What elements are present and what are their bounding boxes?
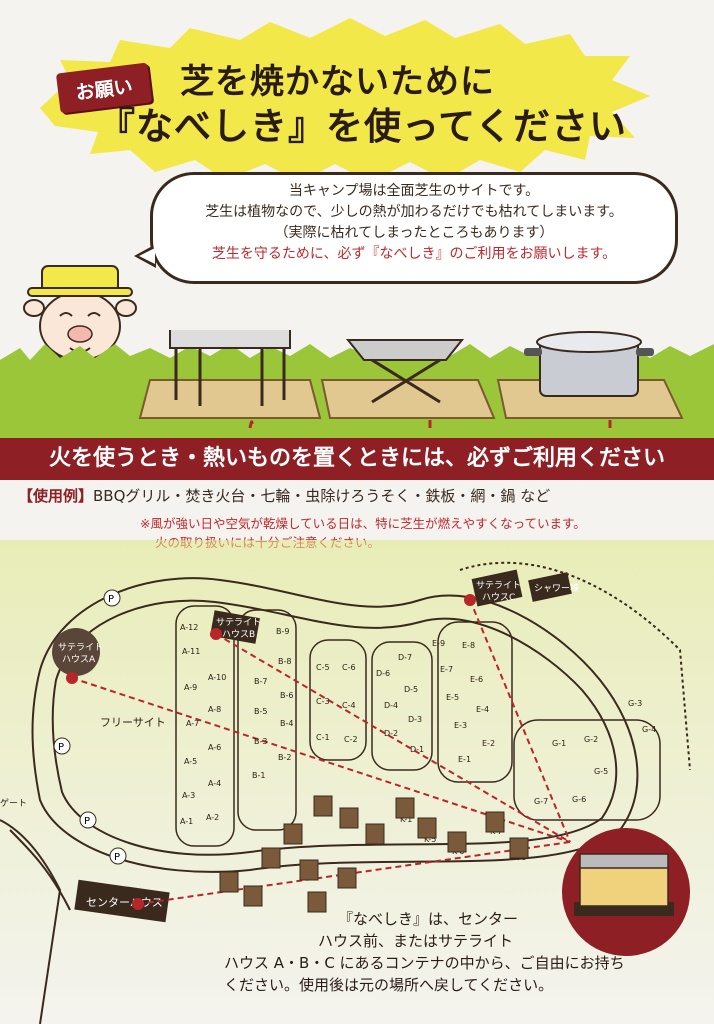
site-label-g-2: G-2: [584, 735, 598, 744]
bbq-grill-icon: [169, 330, 291, 406]
gate-label: ゲート: [0, 797, 27, 809]
site-label-a-11: A-11: [182, 647, 200, 656]
site-label-g-1: G-1: [552, 739, 566, 748]
site-label-d-3: D-3: [408, 715, 422, 724]
bubble-tail-inner: [139, 248, 155, 264]
title-line-2: 『なべしき』を使ってください: [98, 105, 628, 148]
bottom-note-line-1: 『なべしき』は、センター: [338, 910, 519, 928]
nabeshiki-photo: [562, 828, 690, 956]
site-label-e-5: E-5: [446, 693, 459, 702]
site-label-a-12: A-12: [180, 623, 198, 632]
site-label-c-6: C-6: [342, 663, 356, 672]
site-label-b-5: B-5: [254, 707, 267, 716]
site-label-a-9: A-9: [184, 683, 197, 692]
site-label-a-6: A-6: [208, 743, 221, 752]
site-label-e-3: E-3: [454, 721, 467, 730]
examples-label: 【使用例】: [18, 487, 94, 505]
parking-label-4: P: [114, 852, 120, 863]
site-label-b-3: B-3: [254, 737, 267, 746]
site-label-g-3: G-3: [628, 699, 642, 708]
header-burst: [40, 18, 650, 182]
bottom-note-line-3: ハウス A・B・C にあるコンテナの中から、ご自由にお持ち: [224, 954, 625, 972]
site-label-b-7: B-7: [254, 677, 267, 686]
site-label-d-6: D-6: [376, 669, 390, 678]
site-label-c-5: C-5: [316, 663, 330, 672]
site-label-b-9: B-9: [276, 627, 289, 636]
shower-label: シャワー棟: [534, 582, 579, 594]
examples-suffix: など: [520, 487, 551, 505]
satellite-b-label-1: サテライト: [216, 617, 261, 628]
site-label-e-4: E-4: [476, 705, 489, 714]
bottom-note-line-4: ください。使用後は元の場所へ戻してください。: [224, 976, 554, 994]
usage-examples: 【使用例】BBQグリル・焚き火台・七輪・虫除けろうそく・鉄板・網・鍋 など: [18, 485, 550, 506]
satellite-b-label-2: ハウスB: [222, 629, 255, 640]
site-label-e-9: E-9: [432, 639, 445, 648]
site-label-a-8: A-8: [208, 705, 221, 714]
site-label-a-4: A-4: [208, 779, 221, 788]
parking-label-1: P: [108, 594, 114, 605]
site-label-k-5: K-5: [424, 835, 436, 844]
site-label-e-2: E-2: [482, 739, 495, 748]
pot-icon: [524, 331, 654, 397]
site-label-c-4: C-4: [342, 701, 356, 710]
site-label-e-6: E-6: [470, 675, 483, 684]
site-label-a-3: A-3: [182, 791, 195, 800]
satellite-c-label-2: ハウスC: [482, 592, 515, 603]
site-label-d-2: D-2: [384, 729, 398, 738]
site-label-k-1: K-1: [400, 815, 412, 824]
site-label-d-5: D-5: [404, 685, 418, 694]
parking-label-3: P: [84, 816, 90, 827]
site-label-b-2: B-2: [278, 753, 291, 762]
free-site-label: フリーサイト: [100, 716, 166, 729]
site-label-e-8: E-8: [462, 641, 475, 650]
site-label-c-3: C-3: [316, 697, 330, 706]
bottom-note-line-2: ハウス前、またはサテライト: [318, 932, 514, 950]
site-label-b-6: B-6: [280, 691, 293, 700]
fire-pit-icon: [345, 339, 465, 404]
satellite-a-label-1: サテライト: [58, 642, 103, 653]
caution-line-1: ※風が強い日や空気が乾燥している日は、特に芝生が燃えやすくなっています。: [140, 516, 586, 531]
site-label-b-8: B-8: [278, 657, 291, 666]
site-label-d-1: D-1: [410, 745, 424, 754]
examples-items: BBQグリル・焚き火台・七輪・虫除けろうそく・鉄板・網・鍋: [93, 487, 516, 505]
satellite-c-label-1: サテライト: [476, 580, 521, 591]
bubble-line-3: （実際に枯れてしまったところもあります）: [274, 225, 554, 241]
site-label-a-10: A-10: [208, 673, 226, 682]
usage-banner: 火を使うとき・熱いものを置くときには、必ずご利用ください: [0, 438, 714, 480]
site-label-e-7: E-7: [440, 665, 453, 674]
title-line-1: 芝を焼かないために: [180, 62, 495, 102]
site-label-b-4: B-4: [280, 719, 293, 728]
site-label-g-5: G-5: [594, 767, 608, 776]
site-label-g-7: G-7: [534, 797, 548, 806]
site-label-g-4: G-4: [642, 725, 656, 734]
site-label-b-1: B-1: [252, 771, 265, 780]
site-label-a-2: A-2: [206, 813, 219, 822]
bottom-note: 『なべしき』は、センター ハウス前、またはサテライト ハウス A・B・C にある…: [224, 908, 698, 996]
site-label-a-7: A-7: [186, 719, 199, 728]
site-label-e-1: E-1: [458, 755, 471, 764]
site-label-g-6: G-6: [572, 795, 586, 804]
parking-label-2: P: [58, 742, 64, 753]
site-label-a-1: A-1: [180, 817, 193, 826]
bubble-line-2: 芝生は植物なので、少しの熱が加わるだけでも枯れてしまいます。: [205, 204, 623, 220]
site-label-a-5: A-5: [184, 757, 197, 766]
satellite-a-label-2: ハウスA: [62, 654, 96, 665]
site-label-d-7: D-7: [398, 653, 412, 662]
site-label-c-2: C-2: [344, 735, 358, 744]
bubble-line-4: 芝生を守るために、必ず『なべしき』のご利用をお願いします。: [211, 246, 617, 262]
site-label-c-1: C-1: [316, 733, 330, 742]
speech-bubble: 当キャンプ場は全面芝生のサイトです。 芝生は植物なので、少しの熱が加わるだけでも…: [150, 172, 678, 284]
grass-band: [0, 330, 714, 440]
site-label-d-4: D-4: [384, 701, 398, 710]
bubble-line-1: 当キャンプ場は全面芝生のサイトです。: [288, 183, 540, 199]
